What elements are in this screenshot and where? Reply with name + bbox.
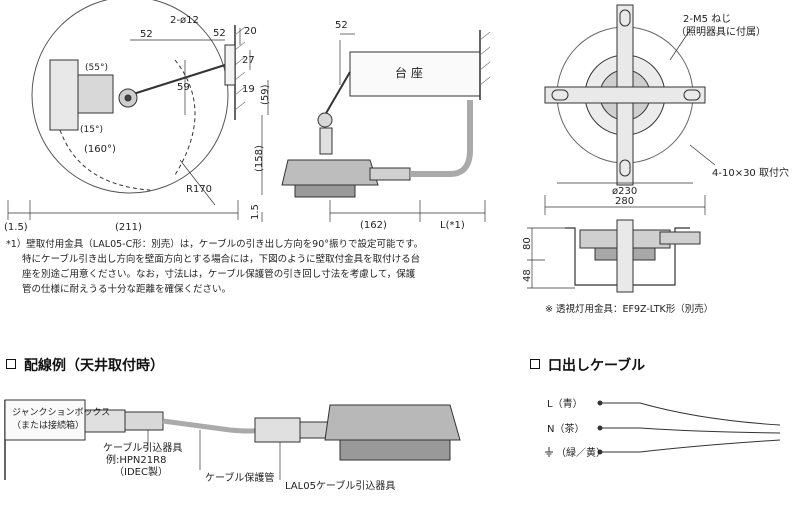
side-dim-2phi12: 2-ø12 bbox=[170, 15, 199, 26]
cable-leads bbox=[597, 400, 781, 455]
note-line-3: 座を別途ご用意ください。なお，寸法Lは，ケーブル保護管の引き回し寸法を考慮して，… bbox=[22, 269, 416, 280]
top-footnote: ※ 透視灯用金具：EF9Z-LTK形（別売） bbox=[545, 303, 713, 315]
side-view bbox=[7, 0, 251, 220]
cable-section-title: 口出しケーブル bbox=[530, 355, 645, 375]
side-radius: R170 bbox=[186, 184, 212, 195]
side-angle-55: (55°) bbox=[85, 63, 108, 73]
ground-icon bbox=[545, 447, 553, 457]
note-line-4: 管の仕様に耐えうる十分な距離を確保ください。 bbox=[22, 284, 232, 295]
wiring-cable-fitting: ケーブル引込器具 bbox=[103, 441, 182, 454]
cable-wire-L: L（青） bbox=[547, 397, 583, 410]
wiring-junction-box-sub: （または接続箱） bbox=[12, 419, 84, 431]
front-label-base: 台 座 bbox=[395, 65, 423, 80]
top-screw-label: 2-M5 ねじ bbox=[683, 13, 731, 25]
front-dim-158: (158) bbox=[254, 145, 265, 172]
wiring-diagram bbox=[4, 399, 461, 480]
cable-wire-ground: （緑／黄） bbox=[556, 446, 606, 459]
wiring-cable-fitting-maker: （IDEC製） bbox=[114, 465, 168, 478]
wiring-section-title: 配線例（天井取付時） bbox=[6, 355, 164, 375]
top-hole-label: 4-10×30 取付穴 bbox=[712, 166, 789, 179]
wiring-lal05: LAL05ケーブル引込器具 bbox=[285, 479, 395, 492]
checkbox-icon bbox=[6, 359, 16, 369]
side-dim-211: (211) bbox=[115, 222, 142, 233]
wiring-junction-box: ジャンクションボックス bbox=[12, 407, 110, 418]
note-line-2: 特にケーブル引き出し方向を壁面方向とする場合には，下図のように壁取付金具を取付け… bbox=[22, 254, 421, 265]
side-dim-52: 52 bbox=[140, 29, 153, 40]
top-view bbox=[527, 4, 716, 293]
front-dim-52: 52 bbox=[335, 20, 348, 31]
front-dim-1-5: 1.5 bbox=[250, 204, 261, 220]
top-dim-80: 80 bbox=[522, 237, 533, 250]
top-dim-280: 280 bbox=[615, 196, 634, 207]
side-dim-20: 20 bbox=[244, 26, 257, 37]
notes-block: *1）壁取付用金具（LAL05-C形：別売）は，ケーブルの引き出し方向を90°振… bbox=[6, 237, 526, 297]
front-dim-59: (59) bbox=[260, 84, 271, 105]
side-dim-27: 27 bbox=[242, 55, 255, 66]
side-dim-52b: 52 bbox=[213, 28, 226, 39]
top-dim-230: ø230 bbox=[612, 186, 637, 197]
front-dim-L: L(*1) bbox=[440, 220, 465, 231]
note-line-1: *1）壁取付用金具（LAL05-C形：別売）は，ケーブルの引き出し方向を90°振… bbox=[6, 239, 424, 250]
top-dim-48: 48 bbox=[522, 269, 533, 282]
side-dim-59: 59 bbox=[177, 82, 190, 93]
side-angle-160: (160°) bbox=[84, 144, 116, 155]
cable-wire-N: N（茶） bbox=[547, 422, 584, 435]
wiring-cable-fitting-example: 例:HPN21R8 bbox=[106, 453, 166, 466]
side-dim-1-5: (1.5) bbox=[4, 222, 28, 233]
side-angle-15: (15°) bbox=[80, 125, 103, 135]
front-dim-162: (162) bbox=[360, 220, 387, 231]
side-dim-19: 19 bbox=[242, 84, 255, 95]
front-view bbox=[261, 30, 491, 222]
top-screw-sub: （照明器具に付属） bbox=[676, 25, 766, 38]
checkbox-icon bbox=[530, 359, 540, 369]
wiring-protect-pipe: ケーブル保護管 bbox=[205, 471, 274, 484]
